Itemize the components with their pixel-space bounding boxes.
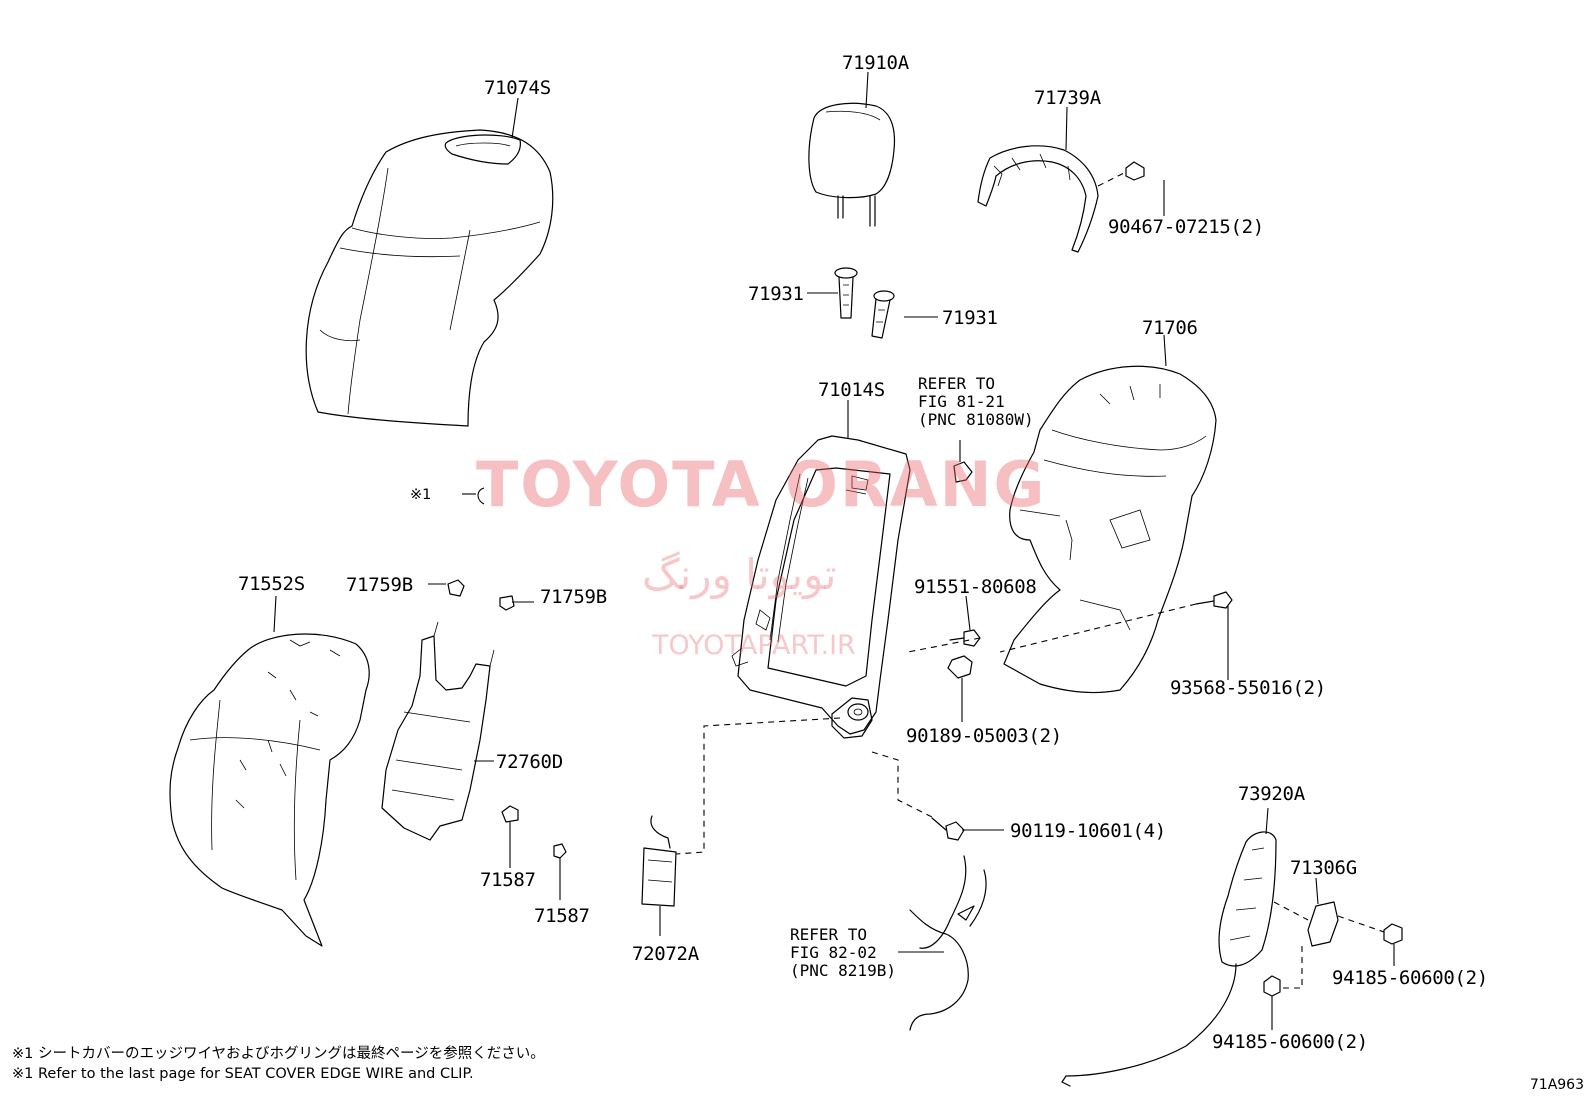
label-73920A: 73920A [1238,783,1305,805]
clip-90189-drawing [947,655,973,679]
back-board-drawing [1003,365,1217,694]
wire-harness-drawing [909,855,987,1031]
bolt-91551-drawing [949,629,981,647]
refer-8121-part [953,461,973,483]
label-72072A: 72072A [632,943,699,965]
seatback-cover-drawing [305,129,554,427]
seatback-frame-drawing [731,435,911,739]
label-71931-left: 71931 [748,283,804,305]
refer-8202-line2: FIG 82-02 [790,943,877,962]
headrest-guides-drawing [834,267,895,339]
side-cover-drawing [1061,831,1277,1087]
leader-lines [273,71,1395,1030]
footnote-japanese: ※1 シートカバーのエッジワイヤおよびホグリングは最終ページを参照ください。 [12,1046,545,1062]
label-72760D: 72760D [496,751,563,773]
figure-code: 71A963 [1529,1077,1584,1093]
label-71739A: 71739A [1034,87,1101,109]
refer-8121-line3: (PNC 81080W) [918,410,1034,429]
clip-71587-1 [501,805,519,823]
refer-8121-line1: REFER TO [918,374,996,393]
label-93568-55016: 93568-55016(2) [1170,677,1326,699]
refer-8202-line1: REFER TO [790,925,868,944]
note-mark: ※1 [410,487,432,503]
label-91551-80608: 91551-80608 [914,576,1037,598]
refer-8121-line2: FIG 81-21 [918,392,1005,411]
label-71306G: 71306G [1290,857,1357,879]
headrest-drawing [808,102,896,227]
refer-fig-82-02: REFER TO FIG 82-02 (PNC 8219B) [790,926,896,980]
bolt-93568-drawing [1195,591,1233,609]
bolt-90119-drawing [931,817,965,841]
nut-94185-1 [1383,923,1403,945]
dashed-lines [675,171,1385,989]
label-90119-10601: 90119-10601(4) [1010,820,1166,842]
clip-71759b-1 [447,579,465,597]
label-90189-05003: 90189-05003(2) [906,725,1062,747]
clip-71759b-2 [499,595,515,611]
upper-trim-drawing [977,145,1145,253]
clip-71587-2 [553,843,567,859]
lumbar-support-drawing [381,621,495,841]
bracket-71306g-drawing [1307,901,1339,947]
sensor-72072a-drawing [641,815,677,907]
label-94185-60600-right: 94185-60600(2) [1332,967,1488,989]
label-71759B-right: 71759B [540,586,607,608]
label-71931-right: 71931 [942,307,998,329]
label-71074S: 71074S [484,77,551,99]
seatback-pad-drawing [169,633,370,947]
refer-8202-line3: (PNC 8219B) [790,961,896,980]
refer-fig-81-21: REFER TO FIG 81-21 (PNC 81080W) [918,375,1034,429]
footnote-english: ※1 Refer to the last page for SEAT COVER… [12,1066,474,1082]
label-90467-07215: 90467-07215(2) [1108,216,1264,238]
label-71759B-left: 71759B [346,574,413,596]
label-71552S: 71552S [238,573,305,595]
label-71587-lower: 71587 [534,905,590,927]
label-71014S: 71014S [818,379,885,401]
label-71706: 71706 [1142,317,1198,339]
nut-94185-2 [1263,975,1281,997]
label-71910A: 71910A [842,52,909,74]
label-94185-60600-lower: 94185-60600(2) [1212,1031,1368,1053]
label-71587-upper: 71587 [480,869,536,891]
